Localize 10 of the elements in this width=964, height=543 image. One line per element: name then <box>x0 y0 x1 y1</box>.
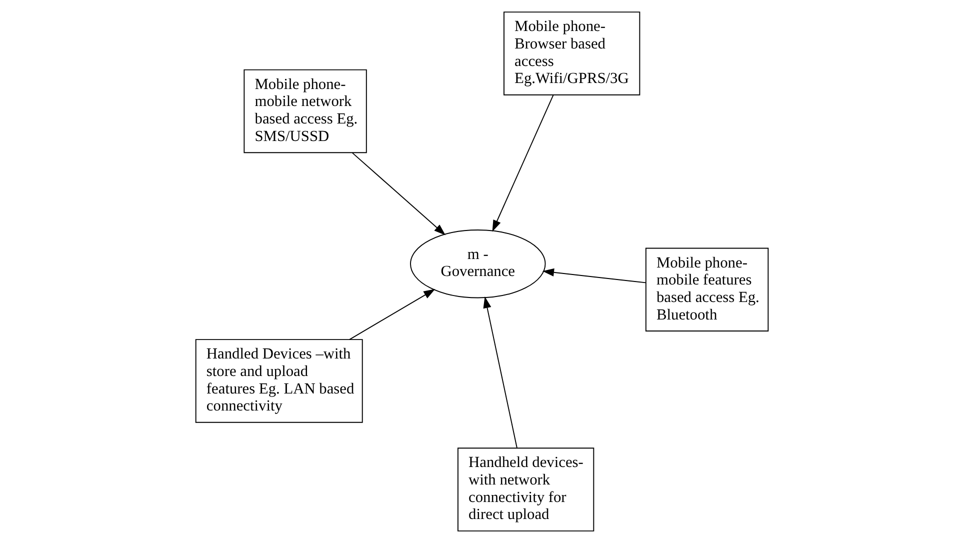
node-box: Mobile phone-mobile network based access Eg. SMS/USSD <box>244 69 367 154</box>
node-box: Handheld devices-with network connectivity for direct upload <box>457 448 594 532</box>
arrow <box>542 268 646 284</box>
arrow <box>352 152 446 236</box>
arrow <box>492 94 554 232</box>
node-box: Mobile phone-mobile features based access Eg. Bluetooth <box>645 248 769 332</box>
arrow <box>348 289 436 340</box>
arrow <box>483 296 518 448</box>
node-box: Mobile phone-Browser based access Eg.Wifi/GPRS/3G <box>504 12 640 96</box>
node-box: Handled Devices –with store and upload features Eg. LAN based connectivity <box>195 339 363 423</box>
